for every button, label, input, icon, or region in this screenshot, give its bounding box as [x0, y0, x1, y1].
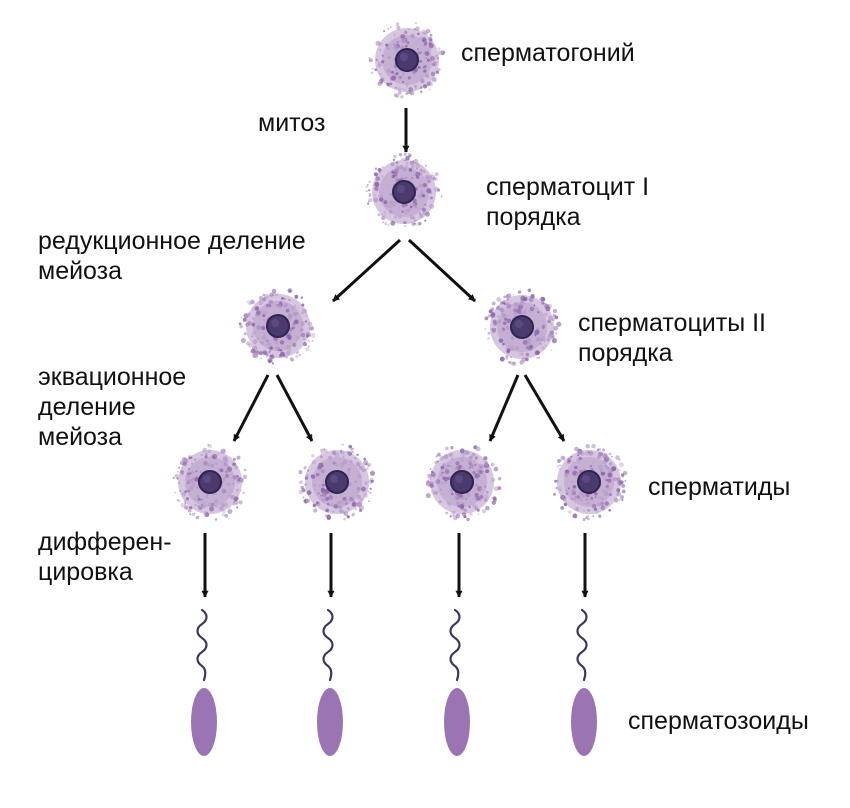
label-equational-line2: деление: [38, 393, 136, 421]
label-spermatogonium: сперматогоний: [461, 39, 635, 67]
label-reduction-line1: редукционное деление: [38, 227, 306, 255]
spermatozoa-layer: [191, 608, 597, 756]
arrow-equational-4: [523, 374, 566, 442]
label-mitosis: митоз: [258, 109, 326, 137]
arrow-reduction-left: [331, 238, 402, 303]
cell-spermatocyte-2-left: [238, 288, 316, 365]
label-equational-line1: эквационное: [38, 363, 187, 391]
label-spermatocyte-1-line2: порядка: [486, 203, 581, 231]
cell-spermatocyte-2-right: [484, 288, 562, 367]
label-spermatocytes-2: сперматоциты II порядка: [578, 308, 766, 368]
label-differentiation-line1: дифферен-: [38, 528, 172, 556]
spermatid-4: [553, 443, 628, 522]
label-spermatocyte-1: сперматоцит I порядка: [486, 172, 649, 232]
spermatid-2: [298, 443, 375, 521]
cell-spermatogonium: [368, 22, 446, 99]
arrow-equational-2: [275, 374, 314, 442]
spermatozoon-3: [444, 608, 470, 756]
spermatid-1: [172, 444, 248, 521]
label-reduction-line2: мейоза: [38, 257, 123, 285]
cell-spermatocyte-1: [365, 152, 443, 228]
label-spermatocytes-2-line1: сперматоциты II: [578, 309, 767, 337]
spermatozoon-2: [317, 608, 343, 756]
label-differentiation-line2: цировка: [38, 558, 133, 586]
label-reduction-division: редукционное деление мейоза: [38, 226, 306, 286]
arrow-equational-3: [488, 374, 520, 442]
label-spermatozoa: сперматозоиды: [628, 707, 809, 735]
label-equational-division: эквационное деление мейоза: [38, 362, 186, 452]
arrow-reduction-right: [407, 238, 477, 303]
label-equational-line3: мейоза: [38, 423, 123, 451]
arrow-equational-1: [232, 374, 270, 442]
label-spermatocytes-2-line2: порядка: [578, 339, 673, 367]
label-spermatids: сперматиды: [648, 473, 791, 501]
cells-layer: [172, 22, 628, 522]
label-differentiation: дифферен- цировка: [38, 527, 172, 587]
label-spermatocyte-1-line1: сперматоцит I: [486, 173, 650, 201]
spermatozoon-1: [191, 608, 217, 756]
arrows-layer: [201, 108, 589, 598]
spermatozoon-4: [571, 608, 597, 756]
spermatid-3: [425, 445, 502, 522]
